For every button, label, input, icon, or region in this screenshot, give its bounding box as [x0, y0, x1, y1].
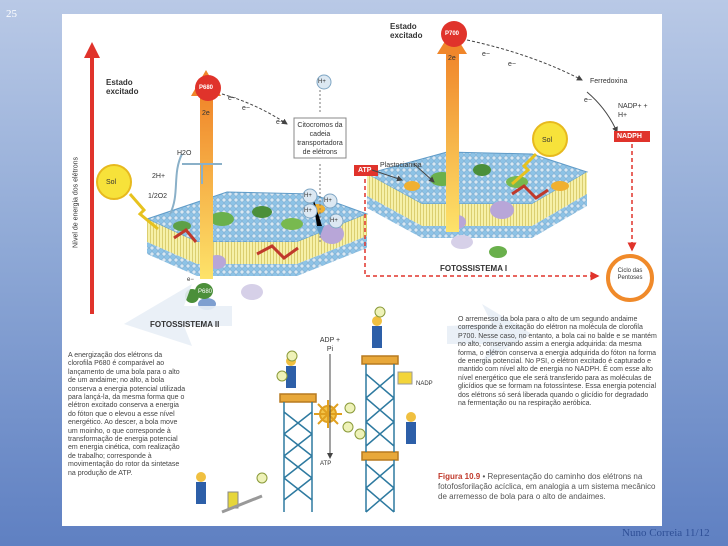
- ps2-excited-label: Estado excitado: [106, 78, 139, 96]
- electron-label: e−: [276, 119, 284, 126]
- sun-ps2: [96, 164, 159, 231]
- plastocianina-label: Plastocianina: [380, 162, 422, 169]
- half-o2-label: 1/2O2: [148, 193, 168, 200]
- photosynthesis-diagram: [84, 21, 654, 514]
- proton-label: H+: [318, 79, 326, 85]
- proton-label: H+: [330, 218, 338, 224]
- ps1-excited-label: Estado excitado: [390, 22, 423, 40]
- proton-label: H+: [304, 208, 312, 214]
- proton-label: H+: [324, 198, 332, 204]
- nadph-box: [614, 131, 650, 142]
- proton-label: H+: [304, 193, 312, 199]
- right-analogy-text: O arremesso da bola para o alto de um se…: [458, 316, 657, 408]
- figure-number: Figura 10.9: [438, 472, 481, 481]
- p700-excited: [441, 21, 467, 47]
- pentose-cycle-label: Ciclo das Pentoses: [617, 268, 643, 281]
- sol-ps2-label: Sol: [106, 179, 117, 186]
- footer-author: Nuno Correia 11/12: [622, 527, 710, 539]
- ps1-2e-label: 2e: [448, 55, 456, 62]
- electron-label: e−: [584, 97, 592, 104]
- electron-label: e−: [228, 95, 236, 102]
- adp-pi-label: ADP + Pi: [319, 337, 341, 353]
- atp-label: ATP: [358, 167, 372, 174]
- figure-caption-text: • Representação do caminho dos elétrons …: [438, 472, 656, 501]
- figure-caption: Figura 10.9 • Representação do caminho d…: [438, 472, 658, 502]
- electron-label: e−: [482, 51, 490, 58]
- p700-label: P700: [445, 31, 460, 37]
- cytochrome-label: Citocromos da cadeia transportadora de e…: [297, 122, 343, 156]
- photosystem-1-membrane: [365, 151, 589, 258]
- windmill: [314, 400, 342, 428]
- nadp-analogy-label: NADP: [416, 381, 433, 387]
- ps2-2e-label: 2e: [202, 110, 210, 117]
- nadp-label: NADP+ + H+: [618, 103, 648, 119]
- p680-ground-label: P680: [198, 289, 213, 295]
- pentose-cycle: [606, 254, 654, 302]
- ferredoxina-label: Ferredoxina: [590, 78, 628, 85]
- p680-ground: [195, 283, 213, 299]
- p680-excited: [195, 75, 221, 101]
- cytochrome-box: [293, 117, 347, 159]
- ps2-title: FOTOSSISTEMA II: [150, 320, 220, 329]
- left-analogy-text: A energização dos elétrons da clorofila …: [68, 352, 186, 477]
- sun-ps1: [511, 121, 568, 186]
- two-h-label: 2H+: [152, 173, 166, 180]
- electron-label: e−: [242, 105, 250, 112]
- atp-box: [354, 165, 378, 176]
- electron-balls: [256, 306, 386, 484]
- electron-label: e−: [508, 61, 516, 68]
- electron-label: e−: [187, 277, 194, 283]
- p680-label: P680: [199, 85, 214, 91]
- nadph-label: NADPH: [617, 133, 642, 140]
- water-label: H2O: [177, 150, 192, 157]
- scaffold-analogy: [279, 355, 399, 513]
- ps1-title: FOTOSSISTEMA I: [440, 264, 508, 273]
- figure-page: Nível de energia dos elétrons Estado exc…: [62, 14, 662, 526]
- energy-axis-label: Nível de energia dos elétrons: [72, 156, 80, 249]
- atp-analogy-label: ATP: [320, 461, 332, 467]
- slide-number: 25: [6, 8, 17, 20]
- sol-ps1-label: Sol: [542, 137, 553, 144]
